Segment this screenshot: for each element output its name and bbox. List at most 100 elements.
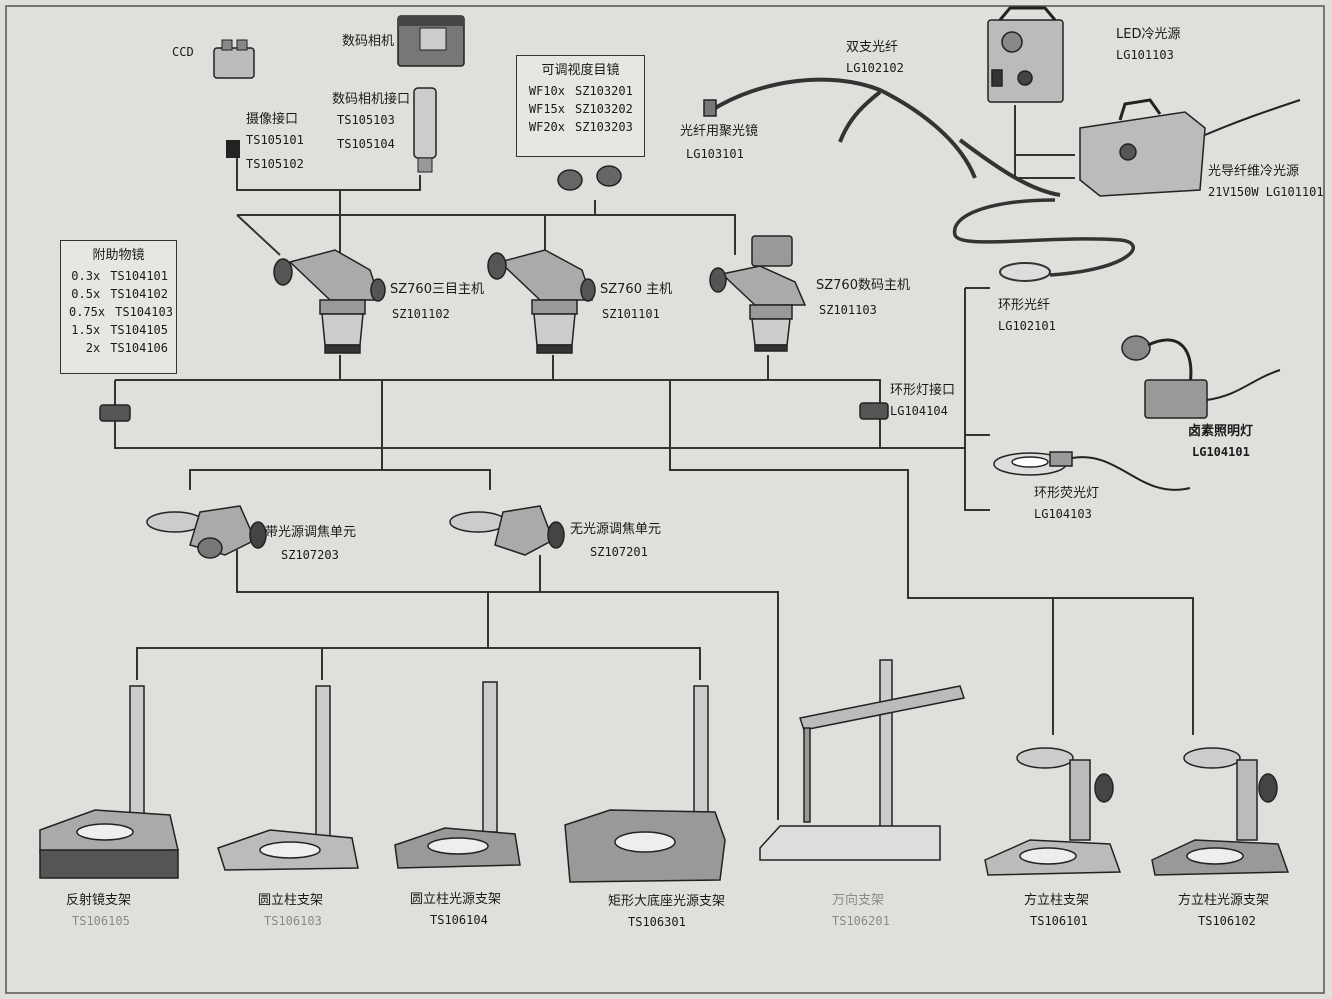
stand-icon — [1151, 747, 1290, 876]
ccd-camera-icon — [213, 39, 255, 79]
stand-square-code: TS106101 — [1030, 914, 1088, 928]
ccd-text: CCD — [172, 45, 194, 59]
head-main-code: SZ101101 — [602, 307, 660, 321]
dual-fiber-title: 双支光纤 — [846, 40, 899, 55]
digital-camera-adapter-label: 数码相机接口 TS105103 TS105104 — [332, 92, 410, 152]
head-digital-label: SZ760数码主机 SZ101103 — [816, 278, 910, 318]
digital-camera-icon — [397, 15, 465, 67]
camera-adapter-icon — [226, 140, 240, 158]
stand-icon — [217, 685, 359, 871]
eyepiece-mag: WF20x — [528, 120, 565, 134]
focus-unlit-code: SZ107201 — [590, 545, 648, 559]
fiber-lens-code: LG103101 — [686, 147, 744, 161]
stand-square-lit-label: 方立柱光源支架 TS106102 — [1178, 893, 1269, 929]
ccd-label: CCD — [172, 44, 194, 60]
focus-lit-title: 带光源调焦单元 — [265, 525, 357, 540]
stand-round-label: 圆立柱支架 TS106103 — [258, 893, 323, 929]
camera-tube-icon — [413, 87, 437, 173]
fiber-light-source-icon — [1079, 98, 1301, 197]
head-main-label: SZ760 主机 SZ101101 — [600, 282, 672, 322]
stand-large-base-code: TS106301 — [628, 915, 686, 929]
objective-code: TS104105 — [110, 323, 168, 337]
stand-round-lit-code: TS106104 — [430, 913, 488, 927]
head-digital-title: SZ760数码主机 — [816, 278, 910, 293]
microscope-head-icon — [273, 249, 386, 354]
aux-objective-table-title: 附助物镜 — [92, 248, 145, 263]
led-light-source-icon — [987, 6, 1064, 103]
objective-mag: 0.75x — [69, 305, 106, 319]
objective-code: TS104106 — [110, 341, 168, 355]
head-trinocular-title: SZ760三目主机 — [390, 282, 484, 297]
stand-icon — [394, 681, 521, 869]
focus-lit-code: SZ107203 — [281, 548, 339, 562]
stand-icon — [759, 659, 965, 861]
head-digital-code: SZ101103 — [819, 303, 877, 317]
objective-code: TS104101 — [110, 269, 168, 283]
halogen-lamp-label: 卤素照明灯 LG104101 — [1188, 424, 1253, 460]
camera-adapter-code-2: TS105102 — [246, 157, 304, 171]
stand-icon — [39, 685, 179, 879]
ring-fluorescent-title: 环形荧光灯 — [1034, 486, 1100, 501]
camera-adapter-label: 摄像接口 TS105101 TS105102 — [246, 112, 304, 172]
led-cold-light-code: LG101103 — [1116, 48, 1174, 62]
digital-camera-adapter-code-2: TS105104 — [337, 137, 395, 151]
digital-camera-adapter-code-1: TS105103 — [337, 113, 395, 127]
microscope-head-icon — [487, 249, 596, 354]
fiber-lens-title: 光纤用聚光镜 — [680, 124, 759, 139]
digital-camera-title: 数码相机 — [342, 34, 395, 49]
ring-fiber-icon — [952, 198, 1135, 282]
fiber-lens-label: 光纤用聚光镜 LG103101 — [680, 124, 758, 162]
head-main-title: SZ760 主机 — [600, 282, 673, 297]
fiber-lens-icon — [703, 99, 717, 117]
dual-fiber-icon — [710, 77, 1061, 197]
camera-adapter-code-1: TS105101 — [246, 133, 304, 147]
stand-universal-label: 万向支架 TS106201 — [832, 893, 890, 929]
eyepiece-mag: WF10x — [528, 84, 565, 98]
aux-objective-icon — [99, 404, 131, 422]
microscope-head-icon — [709, 235, 807, 352]
halogen-lamp-code: LG104101 — [1192, 445, 1250, 459]
stand-universal-code: TS106201 — [832, 914, 890, 928]
stand-icon — [984, 747, 1122, 876]
led-cold-light-label: LED冷光源 LG101103 — [1116, 27, 1180, 63]
stand-square-title: 方立柱支架 — [1024, 893, 1090, 908]
digital-camera-adapter-title: 数码相机接口 — [332, 92, 411, 107]
ring-fluorescent-code: LG104103 — [1034, 507, 1092, 521]
eyepiece-table-title: 可调视度目镜 — [541, 63, 620, 78]
table-row: WF10x SZ103201 — [517, 82, 644, 100]
stand-square-lit-code: TS106102 — [1198, 914, 1256, 928]
focus-lit-label: 带光源调焦单元 SZ107203 — [265, 525, 356, 563]
digital-camera-label: 数码相机 — [342, 34, 394, 50]
stand-round-lit-title: 圆立柱光源支架 — [410, 892, 502, 907]
ring-adapter-title: 环形灯接口 — [890, 383, 956, 398]
stand-icon — [564, 685, 726, 883]
table-row: 0.3x TS104101 — [61, 267, 176, 285]
focus-unlit-title: 无光源调焦单元 — [570, 522, 662, 537]
eyepiece-code: SZ103201 — [575, 84, 633, 98]
objective-mag: 0.3x — [71, 269, 101, 283]
stand-round-lit-label: 圆立柱光源支架 TS106104 — [410, 892, 501, 928]
dual-fiber-label: 双支光纤 LG102102 — [846, 40, 904, 76]
focus-unit-icon — [449, 505, 565, 556]
fiber-cold-light-label: 光导纤维冷光源 21V150W LG101101 — [1208, 164, 1324, 200]
connector-lines — [114, 105, 1194, 820]
fiber-cold-light-title: 光导纤维冷光源 — [1208, 164, 1300, 179]
objective-mag: 0.5x — [71, 287, 101, 301]
stand-round-code: TS106103 — [264, 914, 322, 928]
ring-fiber-title: 环形光纤 — [998, 298, 1051, 313]
halogen-lamp-icon — [1121, 335, 1281, 419]
dual-fiber-code: LG102102 — [846, 61, 904, 75]
ring-fluorescent-icon — [993, 451, 1191, 491]
led-cold-light-title: LED冷光源 — [1116, 27, 1181, 42]
ring-adapter-code: LG104104 — [890, 404, 948, 418]
focus-unit-icon — [146, 505, 267, 559]
